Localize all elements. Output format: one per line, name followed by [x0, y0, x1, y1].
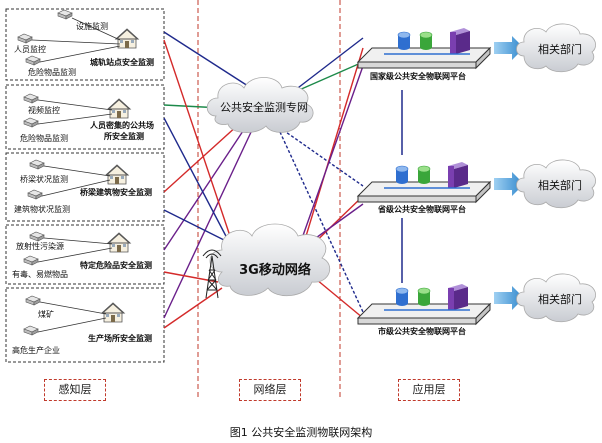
platform-city-equipment	[384, 284, 470, 311]
layer-label-application: 应用层	[398, 379, 460, 401]
item-label: 建筑物状况监测	[14, 205, 70, 214]
group-box-metro	[5, 8, 165, 81]
mobile-network-label: 3G移动网络	[239, 263, 311, 278]
item-label: 危险物品监测	[20, 134, 68, 143]
group-title: 人员密集的公共场	[90, 121, 154, 130]
database-cylinder-icon	[417, 287, 431, 307]
group-title: 特定危险品安全监测	[80, 261, 152, 270]
cloud-icon	[209, 223, 331, 296]
cloud-icon	[206, 77, 314, 133]
group-title: 生产场所安全监测	[88, 334, 152, 343]
platform-city	[356, 302, 492, 326]
server-icon	[448, 162, 468, 188]
mobile-network-cloud	[209, 223, 331, 296]
server-icon	[448, 284, 468, 310]
dept-label: 相关部门	[538, 43, 582, 56]
item-label: 高危生产企业	[12, 346, 60, 355]
database-cylinder-icon	[419, 31, 433, 51]
group-title: 所安全监测	[104, 132, 144, 141]
layer-label-network: 网络层	[239, 379, 301, 401]
server-icon	[450, 28, 470, 54]
figure-caption: 图1 公共安全监测物联网架构	[229, 426, 373, 439]
database-cylinder-icon	[395, 165, 409, 185]
cloud-icon	[516, 23, 596, 73]
item-label: 有毒、易燃物品	[12, 270, 68, 279]
dept-label: 相关部门	[538, 293, 582, 306]
platform-province-equipment	[384, 162, 470, 189]
group-title: 桥梁建筑物安全监测	[80, 188, 152, 197]
item-label: 放射性污染源	[16, 242, 64, 251]
cloud-icon	[516, 159, 596, 209]
database-cylinder-icon	[395, 287, 409, 307]
platform-province	[356, 180, 492, 204]
antenna-tower-icon	[202, 249, 222, 299]
item-label: 视频监控	[28, 106, 60, 115]
platform-national-equipment	[384, 28, 470, 55]
arrow-right-icon	[494, 172, 524, 196]
item-label: 桥梁状况监测	[20, 175, 68, 184]
arrow-right-icon	[494, 286, 524, 310]
item-label: 危险物品监测	[28, 68, 76, 77]
private-network-label: 公共安全监测专网	[220, 101, 308, 114]
arrow-right-icon	[494, 36, 524, 60]
group-title: 城轨站点安全监测	[90, 58, 154, 67]
private-network-cloud	[206, 77, 314, 133]
database-cylinder-icon	[417, 165, 431, 185]
layer-label-perception: 感知层	[44, 379, 106, 401]
dept-label: 相关部门	[538, 179, 582, 192]
platform-national-label: 国家级公共安全物联网平台	[370, 72, 466, 81]
platform-city-label: 市级公共安全物联网平台	[378, 327, 466, 336]
database-cylinder-icon	[397, 31, 411, 51]
item-label: 人员监控	[14, 45, 46, 54]
platform-province-label: 省级公共安全物联网平台	[378, 205, 466, 214]
cloud-icon	[516, 273, 596, 323]
item-label: 煤矿	[38, 310, 54, 319]
item-label: 设施监测	[76, 22, 108, 31]
